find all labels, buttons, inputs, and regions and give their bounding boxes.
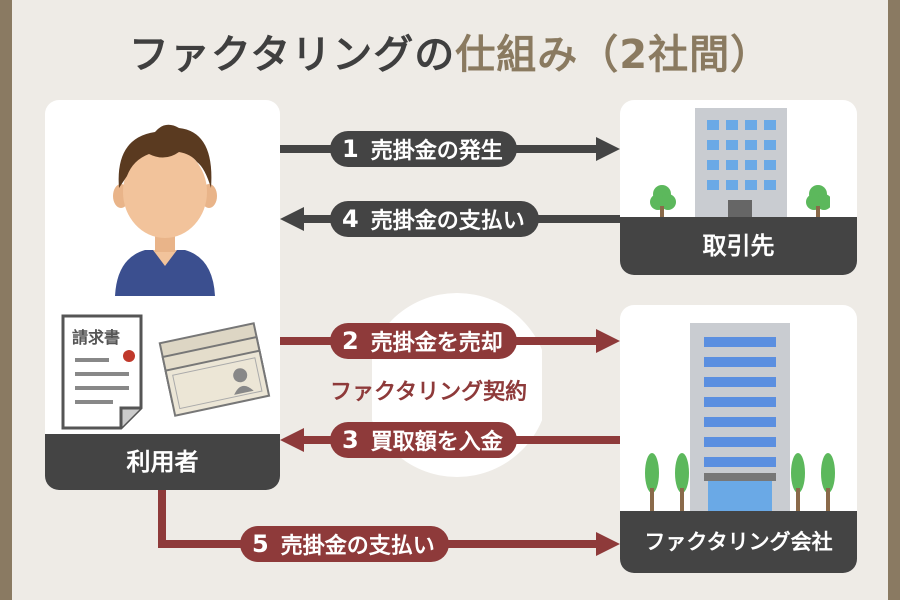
step4-number: 4 [342,205,359,233]
step1-label: 売掛金の発生 [370,139,503,164]
step5-arrowhead [596,532,620,556]
step4-pill: 4 売掛金の支払い [330,201,539,237]
step1-pill: 1 売掛金の発生 [330,131,517,167]
page-title: ファクタリングの仕組み（2社間） [0,22,900,80]
client-label: 取引先 [620,217,857,275]
invoice-label: 請求書 [72,328,121,347]
step1-number: 1 [342,135,359,163]
title-accent: 仕組み（2社間） [455,32,772,78]
step3-label: 買取額を入金 [370,430,503,455]
banknotes-icon [158,322,271,417]
factoring-company-card: ファクタリング会社 [620,305,857,573]
step3-number: 3 [342,426,359,454]
step5-label: 売掛金の支払い [280,534,435,559]
title-main: ファクタリングの [128,32,456,78]
client-card: 取引先 [620,100,857,275]
user-card: 請求書 利用者 [45,100,280,490]
step4-label: 売掛金の支払い [370,209,525,234]
step2-number: 2 [342,327,359,355]
step1-arrowhead [596,137,620,161]
step3-pill: 3 買取額を入金 [330,422,517,458]
factoring-company-label: ファクタリング会社 [620,511,857,573]
step2-label: 売掛金を売却 [370,331,503,356]
step5-arrow-vertical [158,490,166,546]
office-tower-icon [645,323,835,511]
step3-arrowhead [280,428,304,452]
building-icon [650,108,830,223]
step2-pill: 2 売掛金を売却 [330,323,517,359]
step5-number: 5 [252,530,269,558]
contract-label: ファクタリング契約 [330,380,528,405]
user-label: 利用者 [45,434,280,490]
step4-arrowhead [280,207,304,231]
step5-pill: 5 売掛金の支払い [240,526,449,562]
step2-arrowhead [596,329,620,353]
invoice-icon [61,314,143,430]
person-icon [113,124,217,296]
